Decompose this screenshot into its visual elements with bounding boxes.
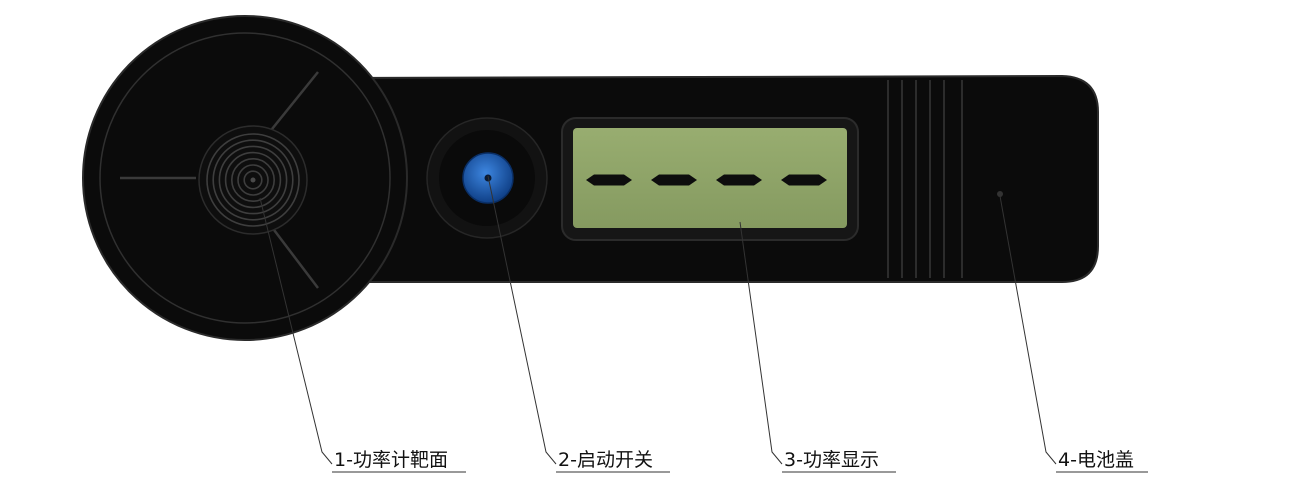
leader-lines — [259, 175, 1057, 465]
target-ring — [218, 145, 288, 215]
lcd-dash-segment — [781, 174, 827, 186]
leader-line-switch — [487, 175, 557, 465]
target-center — [250, 177, 256, 183]
callout-label-switch: 2-启动开关 — [558, 449, 653, 471]
target-ring — [206, 133, 300, 227]
lcd-screen — [573, 128, 847, 228]
battery-cover[interactable] — [887, 80, 1003, 278]
power-display — [561, 117, 859, 241]
start-switch[interactable] — [426, 117, 548, 239]
target-rings — [206, 133, 300, 227]
callout-labels: 1-功率计靶面 2-启动开关 3-功率显示 4-电池盖 — [334, 449, 1134, 471]
callout-label-display: 3-功率显示 — [784, 449, 879, 471]
leader-line-target — [259, 197, 333, 465]
leader-line-display — [739, 221, 783, 465]
device-head-rim — [99, 32, 391, 324]
target-ring — [231, 158, 276, 203]
target-ring — [212, 139, 294, 221]
lcd-dash-segment — [586, 174, 632, 186]
lcd-dash-segment — [716, 174, 762, 186]
target-ring — [237, 164, 269, 196]
lcd-segments — [586, 174, 827, 186]
power-meter-target — [120, 71, 319, 289]
callout-label-battery: 4-电池盖 — [1058, 449, 1134, 471]
lcd-dash-segment — [651, 174, 697, 186]
callout-label-target: 1-功率计靶面 — [334, 449, 448, 471]
leader-line-battery — [999, 195, 1057, 465]
target-ring — [243, 170, 263, 190]
target-ring — [224, 151, 282, 209]
battery-cover-dot — [997, 191, 1003, 197]
